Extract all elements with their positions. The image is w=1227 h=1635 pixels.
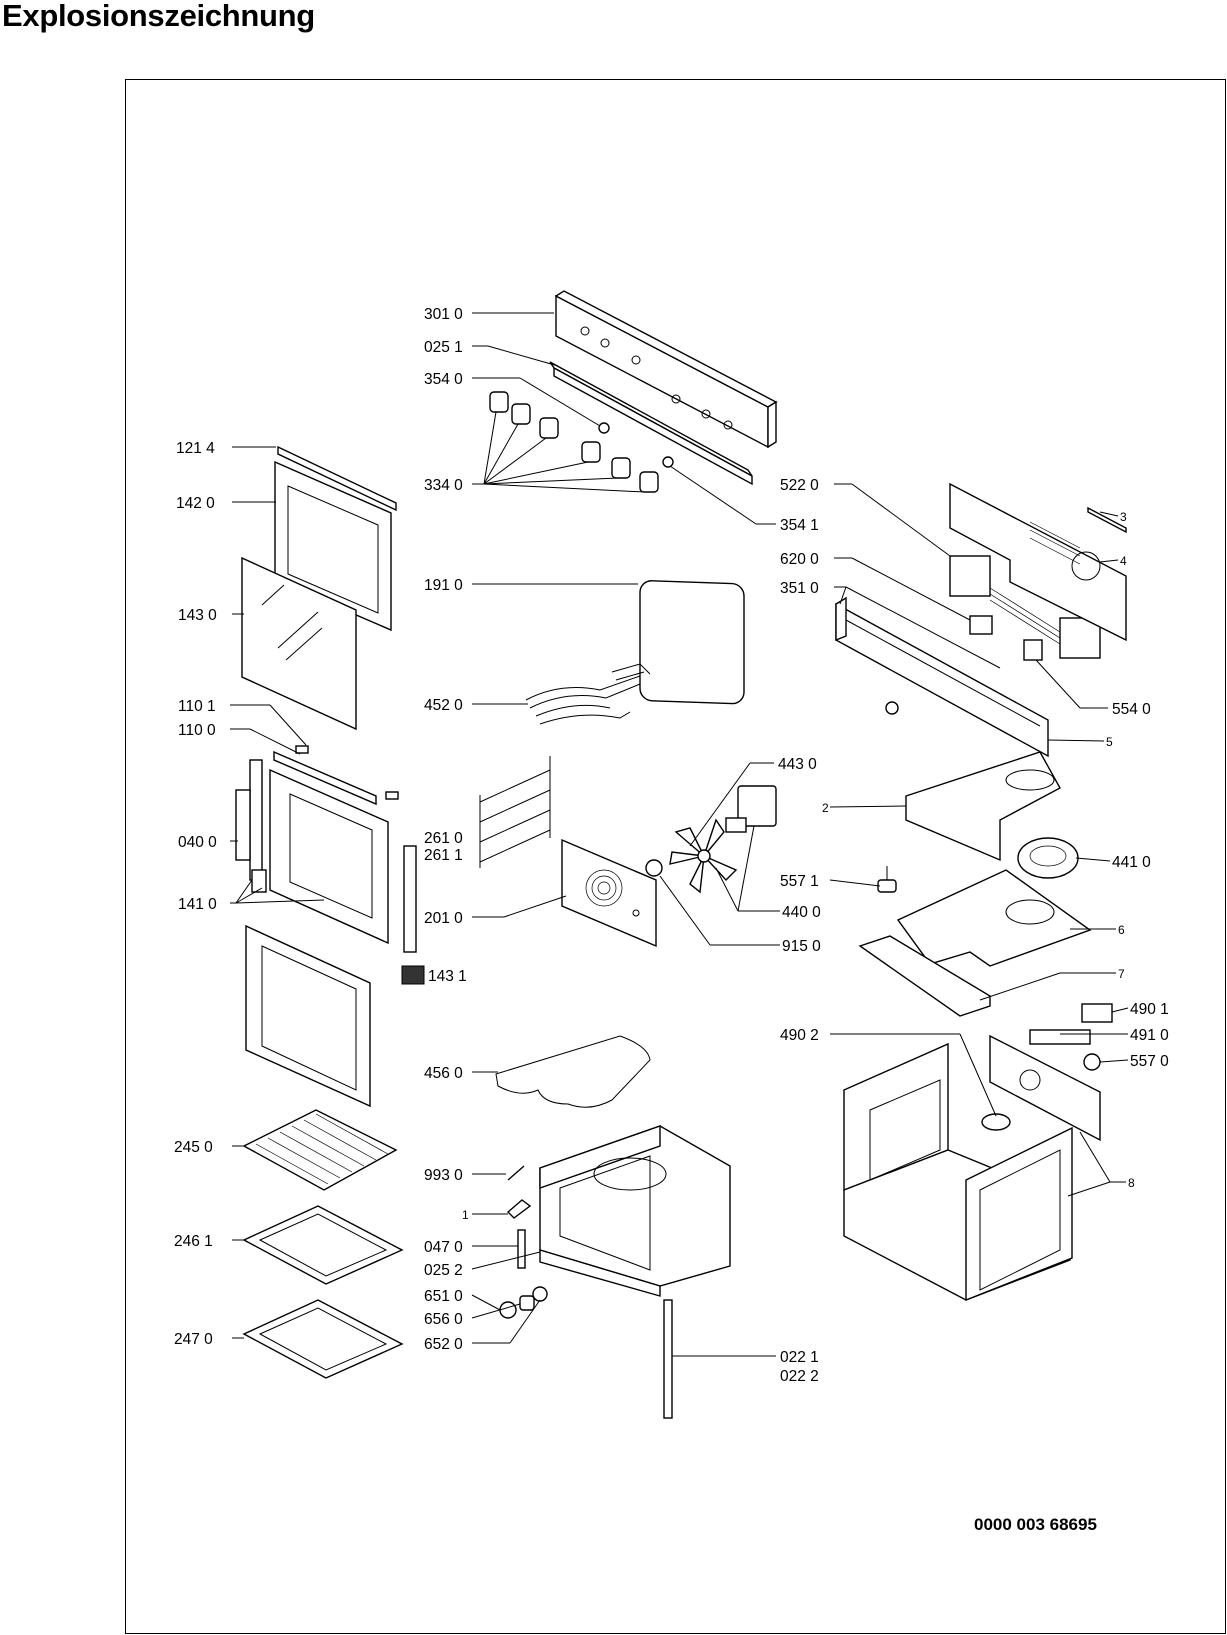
lower-heating-element	[495, 1035, 651, 1108]
label-490-1: 490 1	[1130, 1001, 1169, 1018]
door-hinge	[235, 789, 267, 893]
label-047-0: 047 0	[424, 1239, 463, 1256]
door-top-trim	[277, 445, 397, 512]
selector-switch-group	[949, 555, 1101, 659]
label-261-0: 261 0	[424, 830, 463, 847]
label-040-0: 040 0	[178, 834, 217, 851]
label-8: 8	[1128, 1176, 1135, 1190]
label-354-1: 354 1	[780, 517, 819, 534]
control-panel-fascia	[554, 290, 778, 449]
label-301-0: 301 0	[424, 306, 463, 323]
label-2: 2	[822, 801, 829, 815]
label-334-0: 334 0	[424, 477, 463, 494]
convection-fan-blade	[669, 818, 738, 894]
safety-thermostat-upper	[877, 866, 897, 893]
label-1: 1	[462, 1208, 469, 1222]
deep-roasting-pan	[242, 1299, 404, 1379]
fascia-support-rail	[549, 361, 753, 486]
grid-shelf	[242, 1109, 398, 1191]
label-554-0: 554 0	[1112, 701, 1151, 718]
label-652-0: 652 0	[424, 1336, 463, 1353]
label-246-1: 246 1	[174, 1233, 213, 1250]
label-022-2: 022 2	[780, 1368, 819, 1385]
rear-fan-cover	[561, 838, 657, 948]
label-110-0: 110 0	[178, 722, 216, 739]
label-452-0: 452 0	[424, 697, 463, 714]
label-440-0: 440 0	[782, 904, 821, 921]
top-housing-plate	[949, 482, 1127, 642]
top-air-duct	[905, 751, 1061, 862]
side-shelf-rails	[479, 756, 551, 868]
label-557-0: 557 0	[1130, 1053, 1169, 1070]
fan-spacer	[645, 859, 663, 877]
label-143-1: 143 1	[428, 968, 467, 985]
label-7: 7	[1118, 967, 1125, 981]
label-142-0: 142 0	[176, 495, 215, 512]
air-duct-plate	[896, 869, 1092, 967]
inner-door-glass	[241, 556, 357, 731]
oven-cavity	[539, 1125, 731, 1297]
label-025-1: 025 1	[424, 339, 463, 356]
label-993-0: 993 0	[424, 1167, 463, 1184]
label-191-0: 191 0	[424, 577, 463, 594]
label-245-0: 245 0	[174, 1139, 213, 1156]
label-4: 4	[1120, 554, 1127, 568]
push-button-lower	[662, 456, 674, 468]
label-620-0: 620 0	[780, 551, 819, 568]
baking-tray	[242, 1205, 404, 1285]
label-441-0: 441 0	[1112, 854, 1151, 871]
door-top-cap	[273, 745, 399, 806]
label-025-2: 025 2	[424, 1262, 463, 1279]
label-121-4: 121 4	[176, 440, 215, 457]
lamp-holder-ring	[981, 1113, 1011, 1131]
document-number: 0000 003 68695	[974, 1515, 1097, 1534]
label-915-0: 915 0	[782, 938, 821, 955]
label-110-1: 110 1	[178, 698, 216, 715]
label-143-0: 143 0	[178, 607, 217, 624]
label-557-1: 557 1	[780, 873, 819, 890]
glass-clip	[401, 965, 425, 985]
label-5: 5	[1106, 735, 1113, 749]
door-seal-gasket	[639, 580, 745, 705]
label-3: 3	[1120, 510, 1127, 524]
label-651-0: 651 0	[424, 1288, 463, 1305]
outer-oven-casing	[843, 1042, 1073, 1302]
grill-heating-element	[525, 663, 651, 725]
retaining-clip	[506, 1199, 532, 1219]
thermostat-switch	[1023, 639, 1043, 661]
label-354-0: 354 0	[424, 371, 463, 388]
label-491-0: 491 0	[1130, 1027, 1169, 1044]
control-mounting-bracket	[835, 596, 1049, 758]
label-247-0: 247 0	[174, 1331, 213, 1348]
drawing-frame	[125, 79, 1226, 1634]
cavity-bracket	[517, 1229, 526, 1269]
part-number-labels: 301 0 025 1 354 0 334 0 354 1 121 4 142 …	[174, 306, 1169, 1534]
label-261-1: 261 1	[424, 847, 463, 864]
page-title: Explosionszeichnung	[2, 0, 315, 33]
label-351-0: 351 0	[780, 580, 819, 597]
label-022-1: 022 1	[780, 1349, 819, 1366]
leader-lines	[230, 312, 1129, 1357]
label-201-0: 201 0	[424, 910, 463, 927]
oven-lamp-assembly	[499, 1286, 548, 1319]
label-490-2: 490 2	[780, 1027, 819, 1044]
control-knobs	[489, 391, 659, 493]
air-deflector	[858, 935, 991, 1017]
label-141-0: 141 0	[178, 896, 217, 913]
front-vertical-rail	[663, 1299, 673, 1419]
fixing-screw	[507, 1165, 525, 1181]
label-522-0: 522 0	[780, 477, 819, 494]
rear-terminal-plate	[989, 1003, 1113, 1142]
push-button-upper	[598, 422, 610, 434]
cooling-fan	[1017, 837, 1079, 879]
label-6: 6	[1118, 923, 1125, 937]
door-inner-frame	[249, 759, 417, 953]
timer-switch	[969, 615, 993, 635]
lower-door-glass	[245, 924, 371, 1108]
fan-motor	[725, 785, 777, 833]
label-656-0: 656 0	[424, 1311, 463, 1328]
label-443-0: 443 0	[778, 756, 817, 773]
label-456-0: 456 0	[424, 1065, 463, 1082]
